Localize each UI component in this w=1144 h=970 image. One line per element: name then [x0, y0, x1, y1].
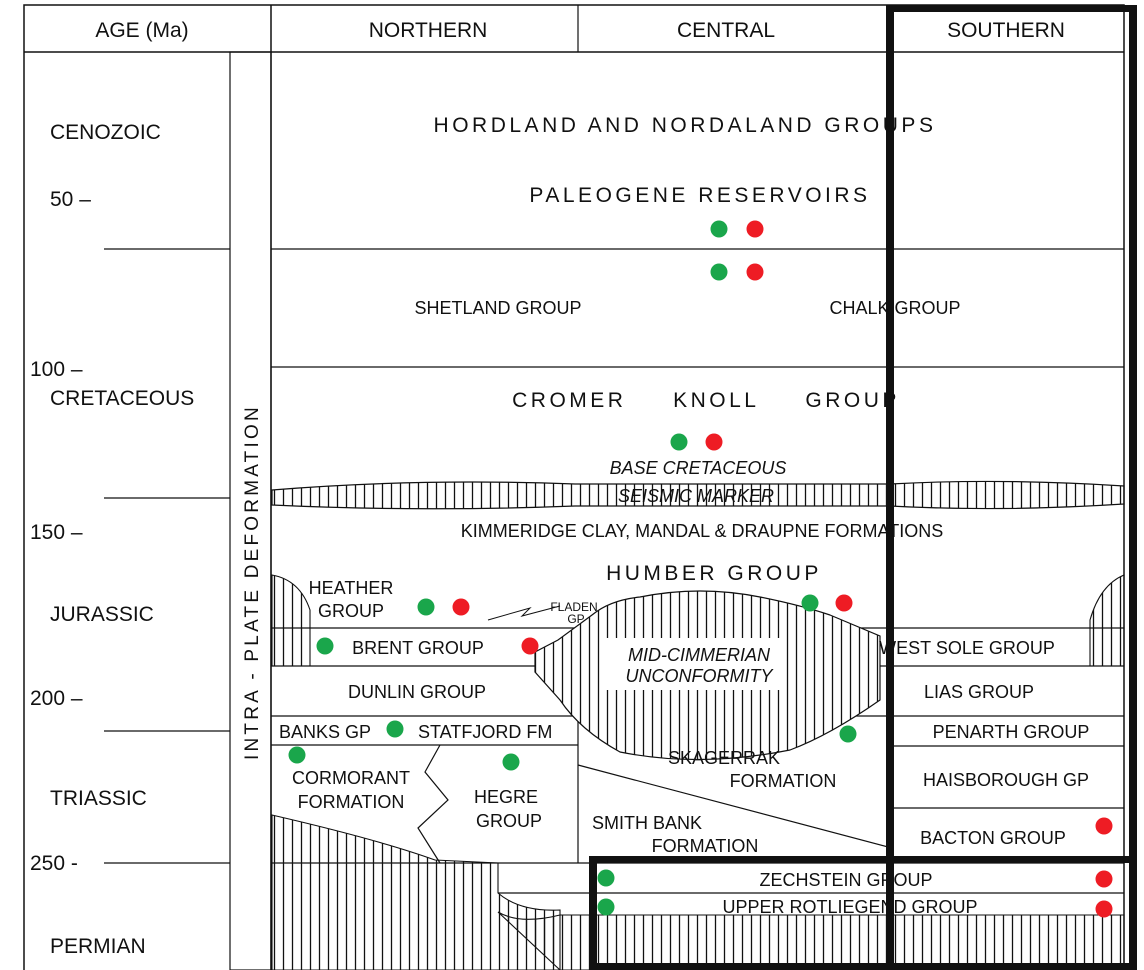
unit-brent: BRENT GROUP	[352, 638, 484, 658]
side-label: INTRA - PLATE DEFORMATION	[242, 404, 263, 760]
unit-fladen-1: FLADEN	[550, 600, 597, 614]
red-marker	[1095, 870, 1113, 888]
unit-skagerrak-2: FORMATION	[730, 771, 837, 791]
unit-bacton: BACTON GROUP	[920, 828, 1066, 848]
fladen-arrow	[487, 605, 561, 621]
red-marker	[746, 263, 764, 281]
green-marker	[597, 898, 615, 916]
red-marker	[1095, 900, 1113, 918]
unit-heather-2: GROUP	[318, 601, 384, 621]
permian-hatch-north	[271, 814, 561, 970]
green-marker	[710, 220, 728, 238]
southern-highlight-right	[1129, 5, 1137, 970]
unit-paleogene: PALEOGENE RESERVOIRS	[529, 184, 870, 207]
unit-cormorant-2: FORMATION	[298, 792, 405, 812]
green-marker	[417, 598, 435, 616]
red-marker	[521, 637, 539, 655]
unit-cromer: CROMER KNOLL GROUP	[512, 389, 900, 412]
green-marker	[670, 433, 688, 451]
green-marker	[801, 594, 819, 612]
unit-zechstein: ZECHSTEIN GROUP	[759, 870, 932, 890]
unit-fladen-2: GP	[567, 612, 584, 626]
age-150: 150 –	[30, 521, 83, 544]
deformation-strip	[229, 51, 272, 970]
red-marker	[746, 220, 764, 238]
unit-base-cret-2: SEISMIC MARKER	[618, 486, 774, 506]
unit-skagerrak-1: SKAGERRAK	[668, 748, 780, 768]
period-cenozoic: CENOZOIC	[50, 121, 161, 144]
red-marker	[1095, 817, 1113, 835]
southern-edge-hatch	[1089, 574, 1125, 667]
green-marker	[288, 746, 306, 764]
unit-statfjord: STATFJORD FM	[418, 722, 552, 742]
unit-base-cret-1: BASE CRETACEOUS	[610, 458, 787, 478]
red-marker	[835, 594, 853, 612]
northern-edge-hatch	[271, 574, 311, 667]
permian-highlight-top	[589, 856, 1137, 863]
mid-cimmerian-label-box	[605, 638, 785, 690]
green-marker	[710, 263, 728, 281]
green-marker	[316, 637, 334, 655]
age-250: 250 -	[30, 852, 78, 875]
unit-dunlin: DUNLIN GROUP	[348, 682, 486, 702]
unit-penarth: PENARTH GROUP	[933, 722, 1090, 742]
unit-west-sole: WEST SOLE GROUP	[879, 638, 1055, 658]
permian-highlight-bottom	[589, 963, 1137, 970]
permian-highlight-left	[589, 856, 597, 970]
unit-chalk: CHALK GROUP	[829, 298, 960, 318]
southern-highlight-top	[886, 5, 1137, 12]
header-northern: NORTHERN	[369, 19, 488, 42]
unit-smith-1: SMITH BANK	[592, 813, 702, 833]
header-age: AGE (Ma)	[95, 19, 188, 42]
age-200: 200 –	[30, 687, 83, 710]
unit-heather-1: HEATHER	[309, 578, 394, 598]
period-permian: PERMIAN	[50, 935, 146, 958]
period-jurassic: JURASSIC	[50, 603, 154, 626]
age-50: 50 –	[50, 188, 91, 211]
cormorant-hegre-boundary	[417, 744, 449, 864]
unit-humber: HUMBER GROUP	[606, 562, 822, 585]
unit-mid-cimm-1: MID-CIMMERIAN	[628, 645, 771, 665]
header-central: CENTRAL	[677, 19, 775, 42]
unit-hordland: HORDLAND AND NORDALAND GROUPS	[434, 114, 937, 137]
unit-mid-cimm-2: UNCONFORMITY	[626, 666, 775, 686]
green-marker	[597, 869, 615, 887]
unit-rotliegend: UPPER ROTLIEGEND GROUP	[722, 897, 977, 917]
line-smith-bank	[577, 764, 893, 849]
unit-hegre-2: GROUP	[476, 811, 542, 831]
age-100: 100 –	[30, 358, 83, 381]
unit-smith-2: FORMATION	[652, 836, 759, 856]
header-southern: SOUTHERN	[947, 19, 1065, 42]
unit-shetland: SHETLAND GROUP	[414, 298, 581, 318]
green-marker	[386, 720, 404, 738]
unit-banks: BANKS GP	[279, 722, 371, 742]
southern-highlight-left	[886, 5, 894, 970]
period-triassic: TRIASSIC	[50, 787, 147, 810]
unit-cormorant-1: CORMORANT	[292, 768, 410, 788]
unit-haisborough: HAISBOROUGH GP	[923, 770, 1089, 790]
base-cretaceous-unconformity	[271, 480, 1125, 510]
unit-hegre-1: HEGRE	[474, 787, 538, 807]
unit-lias: LIAS GROUP	[924, 682, 1034, 702]
period-cretaceous: CRETACEOUS	[50, 387, 194, 410]
red-marker	[452, 598, 470, 616]
red-marker	[705, 433, 723, 451]
green-marker	[502, 753, 520, 771]
green-marker	[839, 725, 857, 743]
unit-kimmeridge: KIMMERIDGE CLAY, MANDAL & DRAUPNE FORMAT…	[461, 521, 943, 541]
permian-hatch-south	[497, 911, 1125, 970]
